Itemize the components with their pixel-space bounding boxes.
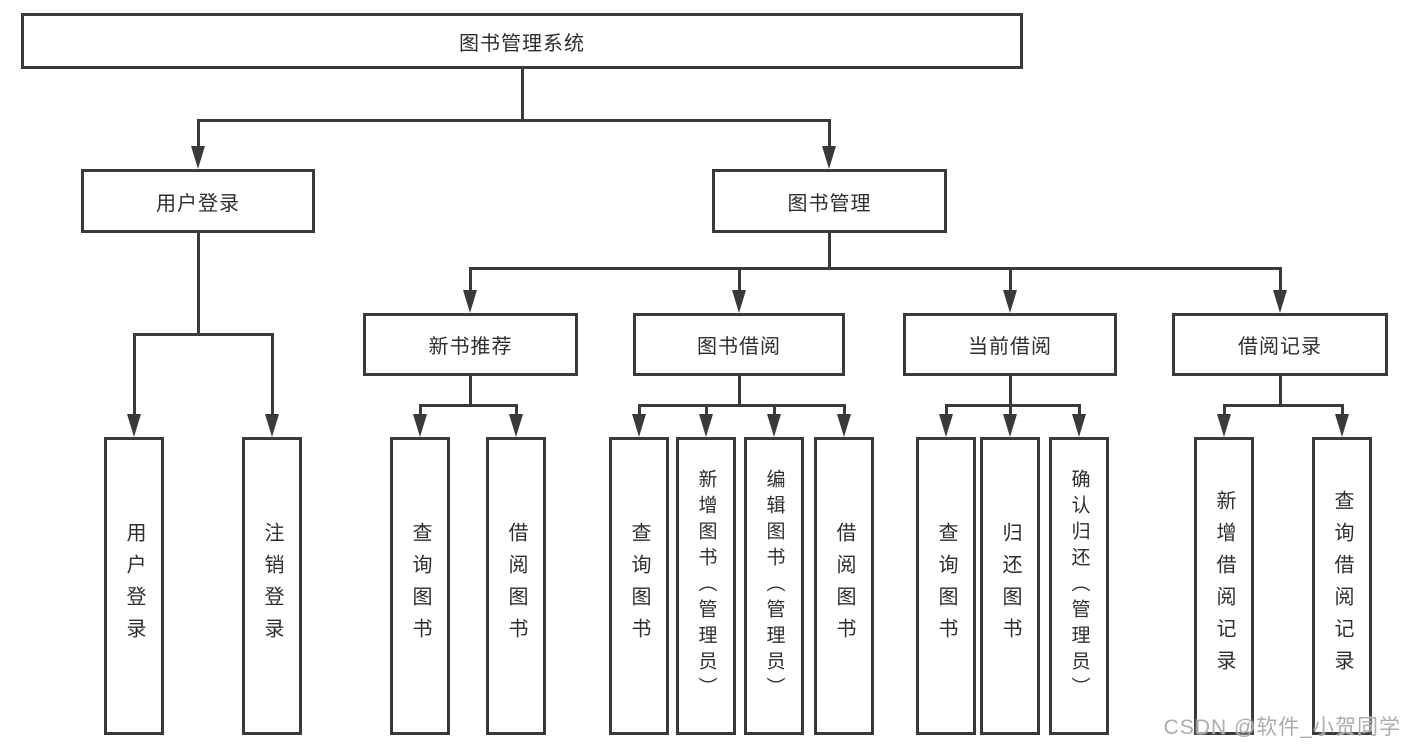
arrowhead-down: [939, 414, 953, 437]
connector-line: [514, 404, 518, 418]
arrowhead-down: [1003, 290, 1017, 313]
connector-line: [196, 119, 200, 149]
connector-line: [1008, 376, 1012, 407]
leaf-borrow-books-2-label: 借阅图书: [833, 522, 855, 650]
connector-line: [1278, 267, 1282, 293]
connector-line: [468, 267, 472, 293]
node-current-borrow: 当前借阅: [903, 313, 1117, 376]
arrowhead-down: [1273, 290, 1287, 313]
connector-line: [637, 404, 641, 418]
connector-line: [827, 119, 831, 149]
connector-line: [1077, 404, 1081, 418]
connector-line: [1008, 267, 1012, 293]
leaf-borrow-books-2: 借阅图书: [814, 437, 874, 735]
leaf-query-books-1: 查询图书: [390, 437, 450, 735]
connector-line: [1222, 404, 1344, 407]
connector-line: [418, 404, 518, 407]
node-book-management: 图书管理: [712, 169, 947, 233]
leaf-query-borrow-record: 查询借阅记录: [1312, 437, 1372, 735]
arrowhead-down: [732, 290, 746, 313]
csdn-watermark: CSDN @软件_小贺同学: [1163, 716, 1401, 739]
node-root-label: 图书管理系统: [459, 32, 585, 55]
leaf-return-books-label: 归还图书: [999, 522, 1021, 650]
leaf-query-borrow-record-label: 查询借阅记录: [1331, 490, 1353, 682]
leaf-borrow-books-1-label: 借阅图书: [505, 522, 527, 650]
node-borrow-records-label: 借阅记录: [1238, 336, 1322, 358]
connector-line: [132, 333, 274, 336]
node-user-login: 用户登录: [81, 169, 315, 233]
connector-line: [637, 404, 846, 407]
connector-line: [270, 333, 274, 417]
arrowhead-down: [509, 414, 523, 437]
connector-line: [827, 233, 831, 270]
connector-line: [772, 404, 776, 418]
leaf-add-books-admin: 新增图书（管理员）: [676, 437, 736, 735]
connector-line: [1008, 404, 1012, 418]
connector-line: [196, 233, 200, 336]
arrowhead-down: [837, 414, 851, 437]
leaf-query-books-3: 查询图书: [916, 437, 976, 735]
leaf-query-books-2: 查询图书: [609, 437, 669, 735]
connector-line: [468, 376, 472, 407]
arrowhead-down: [767, 414, 781, 437]
leaf-borrow-books-1: 借阅图书: [486, 437, 546, 735]
connector-line: [1278, 376, 1282, 407]
connector-line: [737, 376, 741, 407]
node-user-login-label: 用户登录: [156, 192, 240, 215]
leaf-add-borrow-record: 新增借阅记录: [1194, 437, 1254, 735]
leaf-return-books: 归还图书: [980, 437, 1040, 735]
leaf-confirm-return-admin: 确认归还（管理员）: [1049, 437, 1109, 735]
arrowhead-down: [1003, 414, 1017, 437]
leaf-logout: 注销登录: [242, 437, 302, 735]
leaf-query-books-1-label: 查询图书: [409, 522, 431, 650]
connector-line: [1340, 404, 1344, 418]
node-current-borrow-label: 当前借阅: [968, 336, 1052, 358]
arrowhead-down: [1072, 414, 1086, 437]
node-new-book-recommend-label: 新书推荐: [428, 336, 513, 358]
leaf-add-books-admin-label: 新增图书（管理员）: [695, 469, 717, 703]
connector-line: [944, 404, 948, 418]
arrowhead-down: [265, 414, 279, 437]
connector-line: [704, 404, 708, 418]
arrowhead-down: [463, 290, 477, 313]
arrowhead-down: [699, 414, 713, 437]
leaf-edit-books-admin: 编辑图书（管理员）: [744, 437, 804, 735]
leaf-query-books-2-label: 查询图书: [628, 522, 650, 650]
leaf-logout-label: 注销登录: [261, 522, 283, 650]
arrowhead-down: [191, 146, 205, 169]
node-book-borrow-label: 图书借阅: [697, 336, 781, 358]
leaf-add-borrow-record-label: 新增借阅记录: [1213, 490, 1235, 682]
arrowhead-down: [127, 414, 141, 437]
leaf-user-login-label: 用户登录: [123, 522, 145, 650]
arrowhead-down: [1335, 414, 1349, 437]
connector-line: [468, 267, 1282, 270]
arrowhead-down: [413, 414, 427, 437]
connector-line: [132, 333, 136, 417]
arrowhead-down: [632, 414, 646, 437]
connector-line: [842, 404, 846, 418]
leaf-confirm-return-admin-label: 确认归还（管理员）: [1068, 469, 1090, 703]
leaf-edit-books-admin-label: 编辑图书（管理员）: [763, 469, 785, 703]
connector-line: [737, 267, 741, 293]
leaf-query-books-3-label: 查询图书: [935, 522, 957, 650]
connector-line: [196, 119, 831, 122]
connector-line: [418, 404, 422, 418]
arrowhead-down: [822, 146, 836, 169]
node-borrow-records: 借阅记录: [1172, 313, 1388, 376]
arrowhead-down: [1217, 414, 1231, 437]
connector-line: [944, 404, 1081, 407]
node-new-book-recommend: 新书推荐: [363, 313, 578, 376]
connector-line: [1222, 404, 1226, 418]
leaf-user-login: 用户登录: [104, 437, 164, 735]
node-book-borrow: 图书借阅: [633, 313, 845, 376]
node-book-management-label: 图书管理: [787, 192, 872, 215]
node-root: 图书管理系统: [21, 13, 1023, 69]
connector-line: [520, 68, 524, 122]
